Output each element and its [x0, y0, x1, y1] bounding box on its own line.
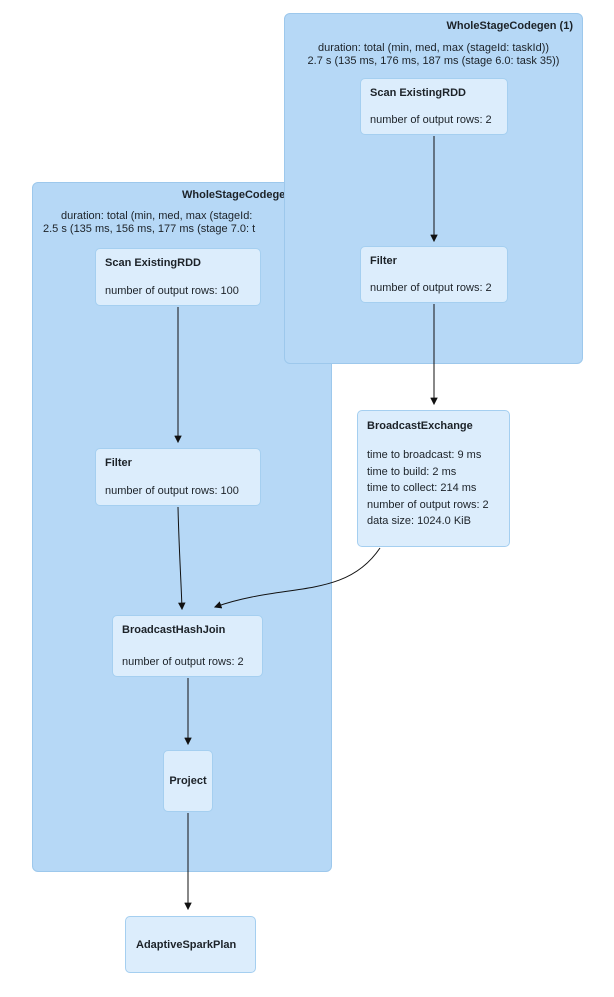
node-broadcast-exchange[interactable]: BroadcastExchange time to broadcast: 9 m… — [357, 410, 510, 547]
node-title: Filter — [105, 457, 132, 469]
node-metric-output-rows: number of output rows: 2 — [370, 114, 492, 126]
cluster-duration-label: duration: total (min, med, max (stageId: — [61, 210, 253, 222]
node-filter-right[interactable]: Filter number of output rows: 2 — [360, 246, 508, 303]
node-title: Filter — [370, 255, 397, 267]
node-metric-time-to-broadcast: time to broadcast: 9 ms — [367, 449, 482, 461]
node-metric-time-to-build: time to build: 2 ms — [367, 465, 457, 478]
node-broadcast-hash-join[interactable]: BroadcastHashJoin number of output rows:… — [112, 615, 263, 677]
node-title: BroadcastExchange — [367, 420, 473, 432]
node-metric-data-size: data size: 1024.0 KiB — [367, 515, 471, 527]
cluster-title: WholeStageCodege — [182, 189, 286, 201]
node-metric-time-to-collect: time to collect: 214 ms — [367, 482, 477, 494]
node-scan-existingrdd-right[interactable]: Scan ExistingRDD number of output rows: … — [360, 78, 508, 135]
node-metric-list: time to broadcast: 9 ms time to build: 2… — [367, 447, 500, 530]
node-metric-output-rows: number of output rows: 2 — [370, 282, 492, 294]
node-metric-output-rows: number of output rows: 100 — [105, 285, 239, 297]
node-title: BroadcastHashJoin — [122, 624, 226, 636]
node-scan-existingrdd-left[interactable]: Scan ExistingRDD number of output rows: … — [95, 248, 261, 306]
node-adaptive-spark-plan[interactable]: AdaptiveSparkPlan — [125, 916, 256, 973]
node-filter-left[interactable]: Filter number of output rows: 100 — [95, 448, 261, 506]
node-metric-output-rows: number of output rows: 100 — [105, 485, 239, 497]
cluster-wholestagecodegen-1: WholeStageCodegen (1) duration: total (m… — [284, 13, 583, 364]
node-metric-output-rows: number of output rows: 2 — [367, 498, 489, 511]
node-project[interactable]: Project — [163, 750, 213, 812]
cluster-duration-value: 2.7 s (135 ms, 176 ms, 187 ms (stage 6.0… — [307, 55, 560, 67]
cluster-duration-value: 2.5 s (135 ms, 156 ms, 177 ms (stage 7.0… — [43, 223, 256, 235]
cluster-duration-label: duration: total (min, med, max (stageId:… — [317, 42, 550, 54]
node-title: Scan ExistingRDD — [370, 87, 466, 99]
node-title: Scan ExistingRDD — [105, 257, 201, 269]
node-metric-output-rows: number of output rows: 2 — [122, 656, 244, 668]
node-title: Project — [169, 775, 207, 787]
node-title: AdaptiveSparkPlan — [136, 938, 237, 951]
cluster-title: WholeStageCodegen (1) — [446, 20, 573, 32]
